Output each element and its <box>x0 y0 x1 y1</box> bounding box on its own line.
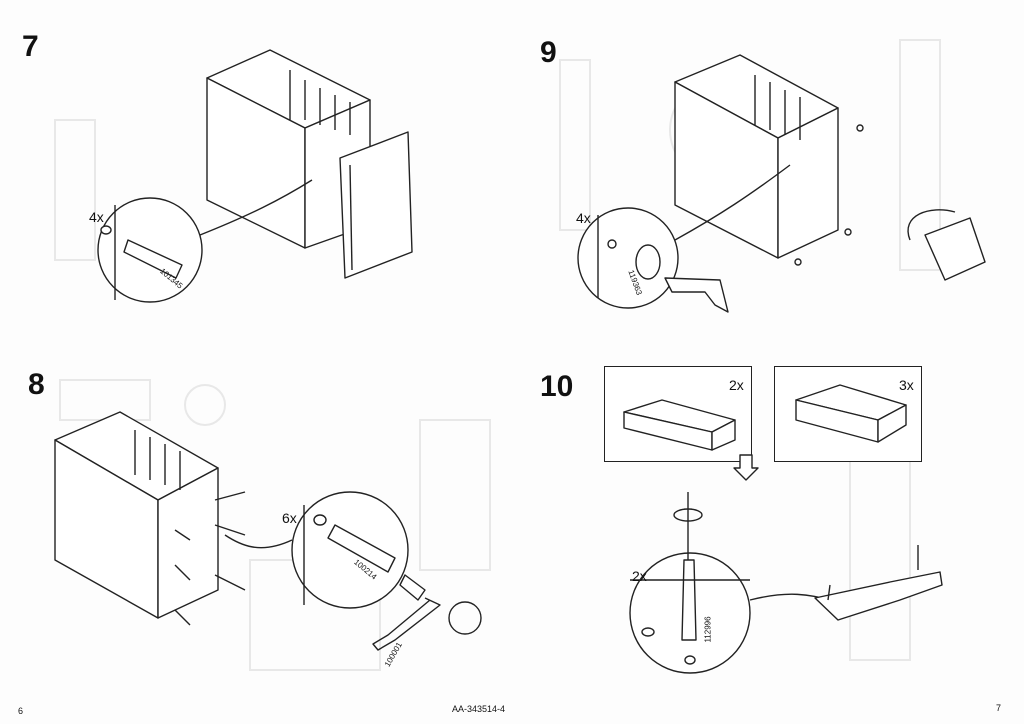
step-8-number: 8 <box>28 368 45 401</box>
step-7-number: 7 <box>22 30 39 63</box>
step-9-number: 9 <box>540 36 557 69</box>
step-8-quantity: 6x <box>282 510 297 526</box>
document-code: AA-343514-4 <box>452 704 506 714</box>
step-10-quantity-right: 3x <box>899 377 914 393</box>
step-9-quantity: 4x <box>576 210 591 226</box>
step-10-part-number: 112996 <box>703 616 713 643</box>
page-number-left: 6 <box>18 706 24 716</box>
step-7-quantity: 4x <box>89 209 104 225</box>
step-10-number: 10 <box>540 370 574 403</box>
page-number-right: 7 <box>996 703 1002 713</box>
step-10-quantity-left: 2x <box>729 377 744 393</box>
step-10-quantity-detail: 2x <box>632 568 647 584</box>
